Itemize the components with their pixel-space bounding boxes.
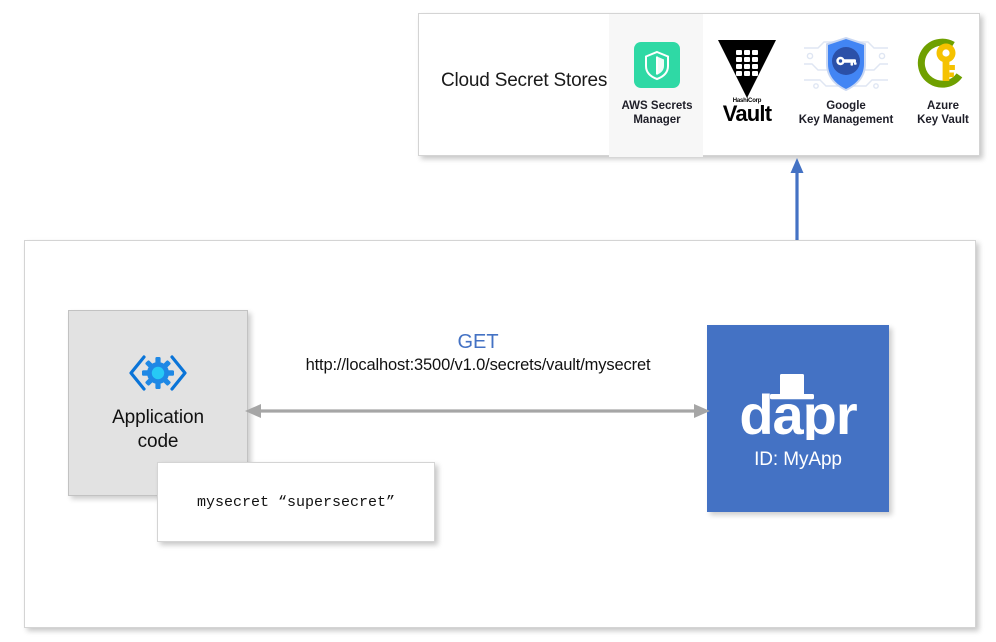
store-google-key-management: Google Key Management [791,34,901,127]
azure-key-vault-icon [897,34,989,96]
request-label: GET http://localhost:3500/v1.0/secrets/v… [278,330,678,376]
google-key-management-icon [791,34,901,96]
cloud-secret-stores-panel: Cloud Secret Stores AWS Secrets Manager [418,13,980,157]
dapr-sidecar-box: dapr ID: MyApp [707,325,889,512]
azure-caption-line1: Azure [927,100,959,112]
secret-value-callout: mysecret “supersecret” [157,462,435,542]
azure-caption-line2: Key Vault [917,113,969,126]
cloud-secret-stores-label: Cloud Secret Stores [441,70,608,91]
application-code-label: Application code [112,406,204,454]
google-key-management-caption: Google Key Management [791,100,901,127]
hashicorp-vault-wordmark: HashiCorp Vault [701,98,793,125]
hashicorp-text: HashiCorp [732,98,762,104]
store-hashicorp-vault: HashiCorp Vault [701,40,793,125]
store-aws-secrets-manager: AWS Secrets Manager [611,34,703,127]
hashicorp-vault-icon [701,40,793,98]
code-gear-icon [127,353,189,398]
secret-value-text: mysecret “supersecret” [196,493,396,511]
request-method: GET [457,331,499,353]
dapr-app-id-label: ID: MyApp [754,449,842,470]
app-dapr-arrow [245,400,710,422]
application-label-line2: code [137,430,179,452]
google-caption-line1: Google [826,100,866,112]
store-azure-key-vault: Azure Key Vault [897,34,989,127]
svg-text:dapr: dapr [739,383,857,440]
aws-secrets-manager-icon [611,34,703,96]
azure-key-vault-caption: Azure Key Vault [897,100,989,127]
vault-text: Vault [722,101,772,126]
aws-caption-line2: Manager [633,113,681,126]
aws-secrets-manager-caption: AWS Secrets Manager [611,100,703,127]
aws-caption-line1: AWS Secrets [621,100,693,112]
google-caption-line2: Key Management [798,113,894,126]
request-url: http://localhost:3500/v1.0/secrets/vault… [305,356,651,374]
application-label-line1: Application [112,406,204,428]
dapr-logo: dapr [736,366,860,446]
